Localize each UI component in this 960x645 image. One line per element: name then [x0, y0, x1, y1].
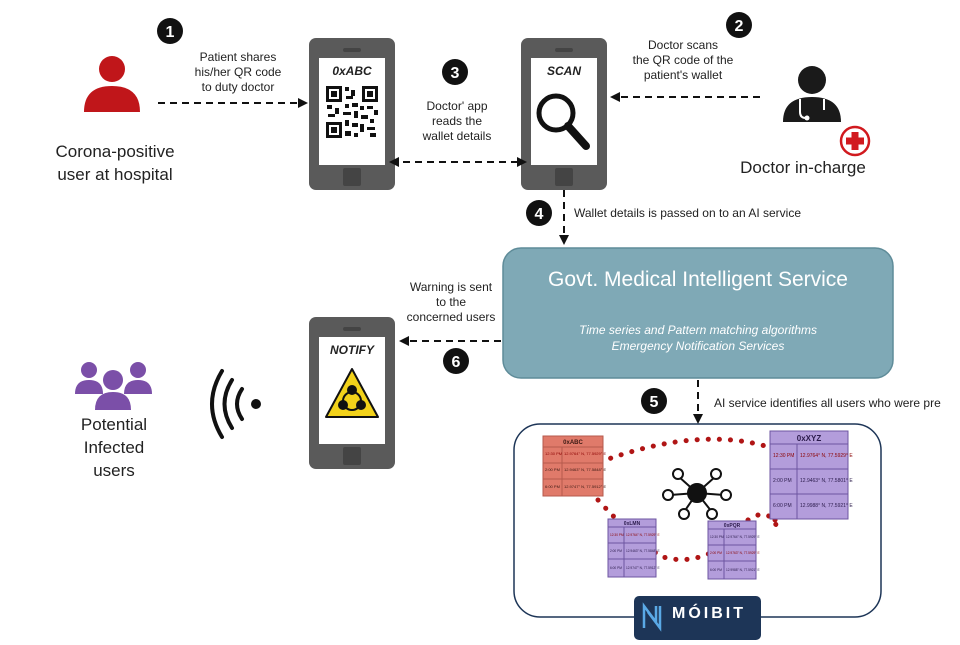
infected-label: Potential Infected users [58, 413, 170, 482]
label-line: users [93, 461, 135, 480]
card-pqr-time: 12:30 PM [710, 535, 724, 539]
doctor-label: Doctor in-charge [740, 158, 866, 177]
step-4: 4 [535, 206, 544, 223]
card-xyz-time: 12:30 PM [773, 453, 794, 459]
users-group-icon [75, 362, 152, 410]
service-title: Govt. Medical Intelligent Service [548, 268, 848, 291]
service-box [502, 247, 894, 379]
label-line: Infected [83, 438, 145, 457]
notify-phone-title: NOTIFY [330, 343, 374, 357]
card-xyz-coord: 12.9764° N, 77.5929° E [800, 453, 853, 459]
location-path [595, 436, 781, 563]
biohazard-icon [325, 368, 379, 418]
card-pqr-coord: 12.9763° N, 77.5929° E [726, 551, 760, 555]
caption-line: Patient shares [199, 50, 277, 64]
card-abc-coord: 12.9463° N, 77.5848° E [564, 467, 606, 472]
doctor-icon [783, 66, 841, 122]
patient-icon [84, 56, 140, 112]
card-xyz-time: 6:00 PM [773, 503, 792, 509]
card-xyz-coord: 12.9988° N, 77.5921° E [800, 503, 853, 509]
card-abc-coord: 12.9764° N, 77.5929° E [564, 451, 606, 456]
arrows [158, 92, 760, 424]
caption-line: to the [435, 295, 467, 309]
medical-cross-icon [839, 125, 871, 157]
moibit-brand: MÓIBIT [672, 605, 746, 622]
broadcast-icon [210, 369, 261, 439]
service-description: Time series and Pattern matching algorit… [503, 322, 893, 354]
caption-ai-identifies: AI service identifies all users who were… [714, 396, 941, 410]
card-xyz-time: 2:00 PM [773, 478, 792, 484]
network-icon [662, 468, 732, 520]
caption-line: reads the [431, 114, 483, 128]
card-lmn-coord: 12.9764° N, 77.5929° E [626, 533, 660, 537]
card-xyz-coord: 12.9463° N, 77.5801° E [800, 478, 853, 484]
card-pqr-coord: 12.9988° N, 77.5921° E [726, 568, 760, 572]
step-6: 6 [452, 354, 461, 371]
card-pqr: 0xPQR 12:30 PM 12.9764° N, 77.5929° E 2:… [707, 520, 760, 580]
caption-doctor-scans: Doctor scans the QR code of the patient'… [618, 38, 748, 83]
card-abc-coord: 12.9747° N, 77.5912° E [564, 484, 606, 489]
caption-line: wallet details [422, 129, 492, 143]
magnifier-icon [536, 93, 590, 150]
service-line: Emergency Notification Services [611, 339, 785, 353]
step-3: 3 [451, 65, 460, 82]
caption-patient-shares: Patient shares his/her QR code to duty d… [182, 50, 294, 95]
card-abc-title: 0xABC [563, 440, 583, 446]
caption-line: Doctor' app [426, 99, 488, 113]
card-lmn-time: 2:00 PM [610, 549, 622, 553]
caption-line: patient's wallet [643, 68, 723, 82]
card-lmn-title: 0xLMN [624, 521, 641, 527]
scan-phone [521, 38, 607, 190]
card-abc-time: 2:00 PM [545, 467, 560, 472]
scan-phone-title: SCAN [546, 64, 581, 78]
caption-wallet-passed: Wallet details is passed on to an AI ser… [574, 206, 802, 220]
card-abc: 0xABC 12:30 PM 12.9764° N, 77.5929° E 2:… [542, 435, 606, 497]
card-pqr-time: 2:00 PM [710, 551, 722, 555]
step-badges [157, 12, 752, 414]
patient-label: Corona-positive user at hospital [35, 140, 195, 186]
wallet-phone-title: 0xABC [332, 64, 372, 78]
label-line: Potential [80, 415, 148, 434]
service-line: Time series and Pattern matching algorit… [579, 323, 817, 337]
card-lmn-coord: 12.9747° N, 77.5912° E [626, 566, 660, 570]
card-lmn-time: 6:00 PM [610, 566, 622, 570]
card-xyz: 0xXYZ 12:30 PM 12.9764° N, 77.5929° E 2:… [769, 430, 853, 520]
card-pqr-title: 0xPQR [724, 523, 741, 529]
caption-line: concerned users [406, 310, 496, 324]
caption-line: the QR code of the [632, 53, 734, 67]
step-2: 2 [735, 18, 744, 35]
caption-line: Doctor scans [647, 38, 719, 52]
card-abc-time: 12:30 PM [545, 451, 562, 456]
card-lmn-time: 12:30 PM [610, 533, 624, 537]
caption-warning-sent: Warning is sent to the concerned users [400, 280, 502, 325]
caption-line: Warning is sent [409, 280, 493, 294]
card-xyz-title: 0xXYZ [797, 434, 822, 443]
moibit-logo [634, 596, 761, 640]
card-pqr-coord: 12.9764° N, 77.5929° E [726, 535, 760, 539]
card-lmn: 0xLMN 12:30 PM 12.9764° N, 77.5929° E 2:… [607, 518, 660, 578]
card-abc-time: 6:00 PM [545, 484, 560, 489]
card-lmn-coord: 12.9463° N, 77.5848° E [626, 549, 660, 553]
caption-line: to duty doctor [201, 80, 275, 94]
qr-code-icon [326, 86, 378, 138]
caption-line: his/her QR code [194, 65, 282, 79]
step-5: 5 [650, 394, 659, 411]
label-line: user at hospital [57, 165, 173, 184]
card-pqr-time: 6:00 PM [710, 568, 722, 572]
step-1: 1 [166, 24, 175, 41]
label-line: Corona-positive [55, 142, 175, 161]
caption-app-reads: Doctor' app reads the wallet details [410, 99, 504, 144]
